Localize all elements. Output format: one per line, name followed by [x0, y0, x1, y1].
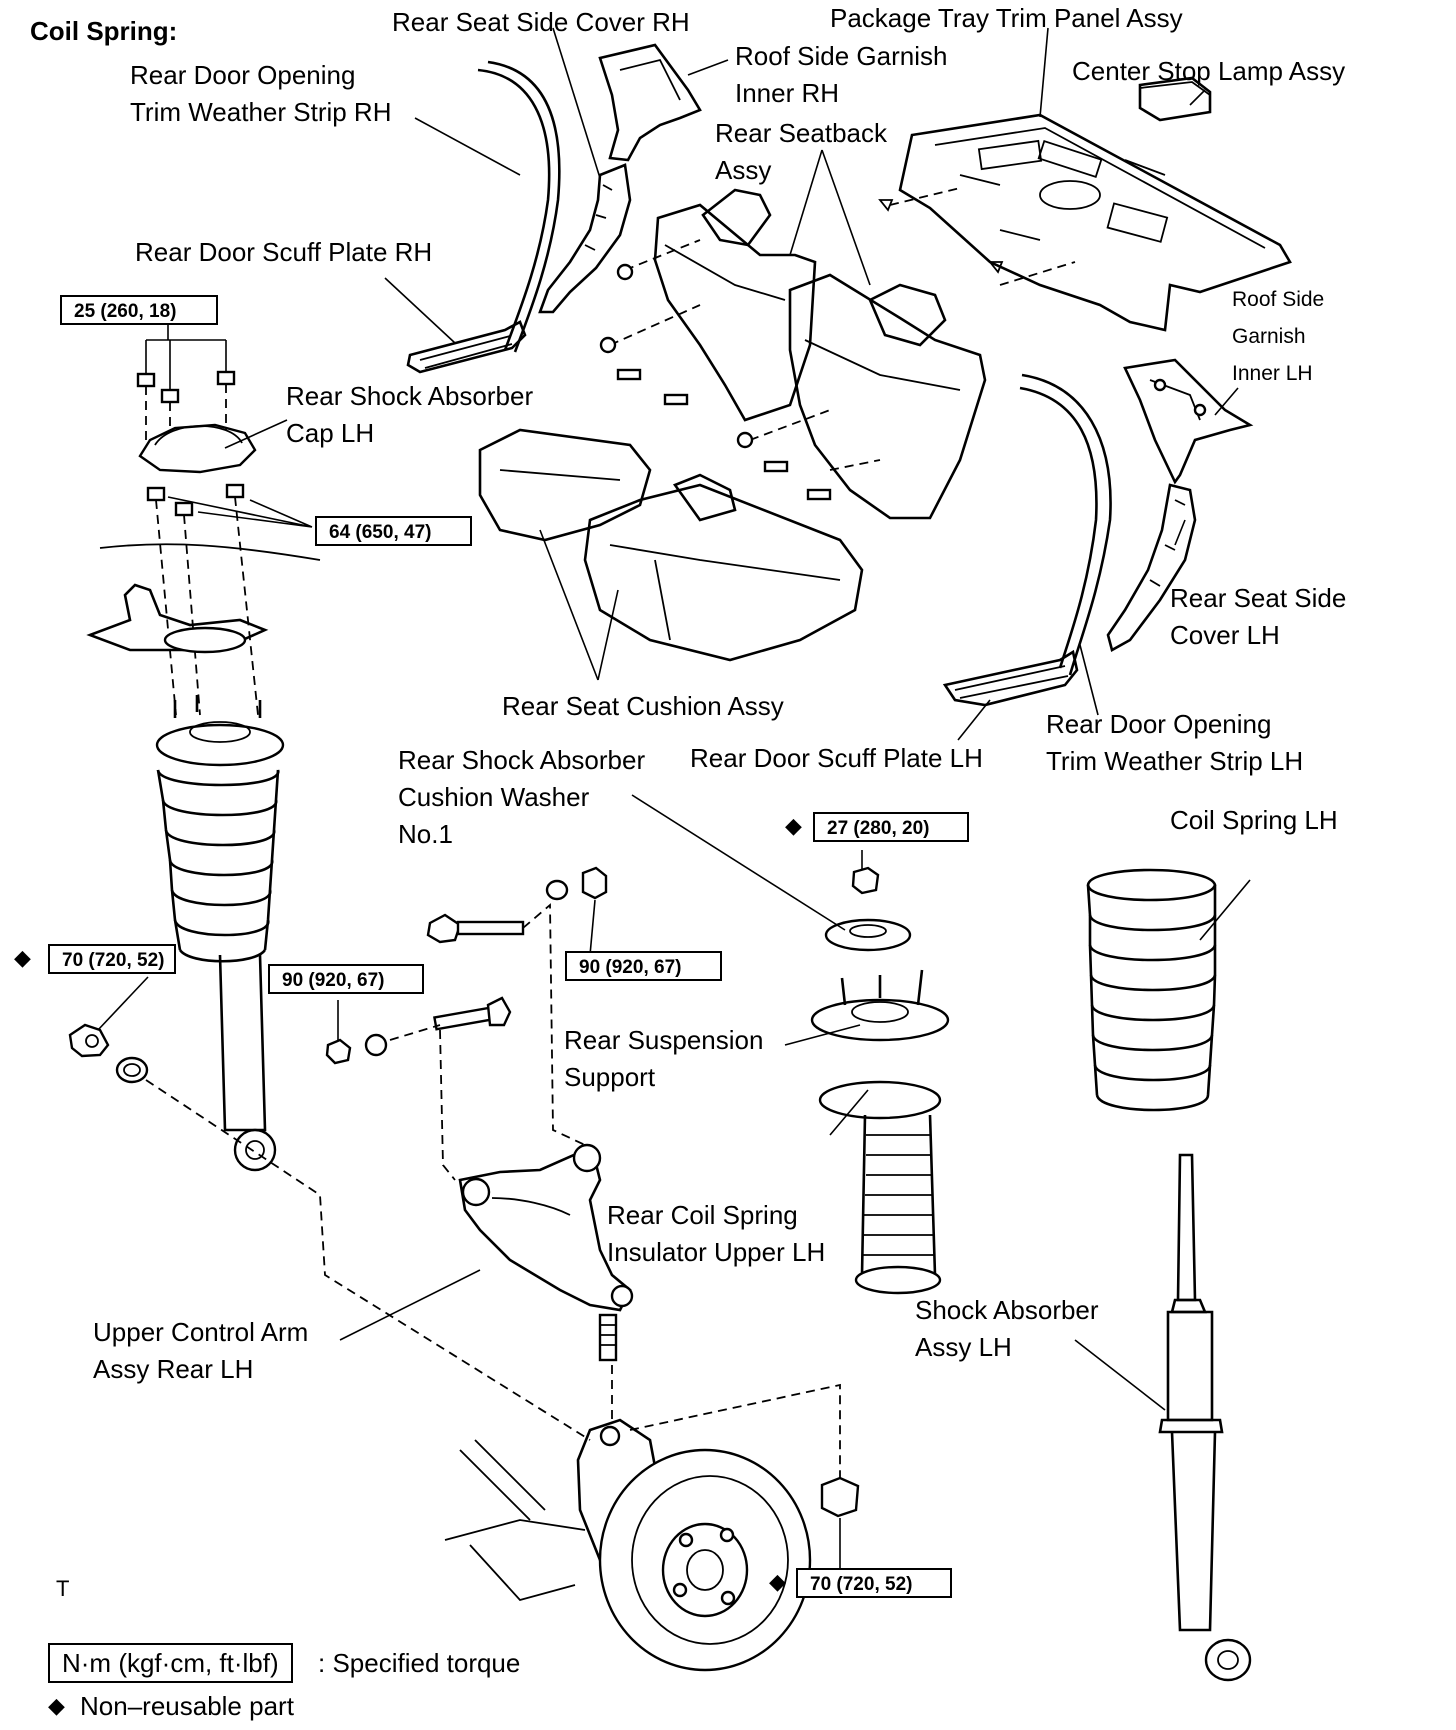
weather-strip-lh-drawing [1019, 373, 1112, 676]
label-coil-spring-lh: Coil Spring LH [1170, 805, 1338, 835]
label-weather-strip-lh-line1: Rear Door Opening [1046, 709, 1272, 739]
knuckle-hub-drawing [444, 1365, 860, 1672]
label-roof-garnish-rh-line2: Inner RH [735, 78, 840, 108]
leader-lines [97, 27, 1251, 1580]
torque-support-nut-top: 27 (280, 20) [813, 812, 969, 842]
label-weather-strip-lh-line2: Trim Weather Strip LH [1046, 746, 1304, 776]
scuff-plate-rh-drawing [406, 320, 527, 374]
label-coil-insulator-line2: Insulator Upper LH [607, 1237, 826, 1267]
label-seat-cushion: Rear Seat Cushion Assy [502, 691, 784, 721]
torque-cap-nuts: 25 (260, 18) [60, 295, 218, 325]
label-scuff-plate-lh: Rear Door Scuff Plate LH [690, 743, 983, 773]
torque-shock-lower: 70 (720, 52) [48, 944, 176, 974]
label-shock-absorber-lh-line1: Shock Absorber [915, 1295, 1099, 1325]
label-coil-insulator-line1: Rear Coil Spring [607, 1200, 798, 1230]
code-letter: T [56, 1576, 70, 1601]
weather-strip-rh-drawing [477, 60, 561, 353]
label-suspension-support-line1: Rear Suspension [564, 1025, 764, 1055]
label-shock-absorber-lh-line2: Assy LH [915, 1332, 1012, 1362]
label-roof-garnish-lh-line1: Roof Side [1232, 288, 1325, 311]
roof-garnish-rh-drawing [598, 43, 702, 162]
label-weather-strip-rh-line2: Trim Weather Strip RH [130, 97, 392, 127]
legend-torque-units: N·m (kgf·cm, ft·lbf) [48, 1643, 293, 1683]
nonreusable-marker-shock-lower: ◆ [14, 946, 31, 971]
label-roof-garnish-rh-line1: Roof Side Garnish [735, 41, 948, 71]
label-roof-garnish-lh-line2: Garnish [1232, 325, 1306, 348]
seat-side-cover-rh-drawing [538, 163, 632, 314]
label-seat-side-cover-lh-line2: Cover LH [1170, 620, 1280, 650]
seatback-bolts-drawing [599, 263, 832, 501]
label-roof-garnish-lh-line3: Inner LH [1232, 362, 1313, 385]
label-upper-arm-line1: Upper Control Arm [93, 1317, 309, 1347]
torque-arm-nut: 90 (920, 67) [268, 964, 424, 994]
torque-support-nuts: 64 (650, 47) [315, 516, 472, 546]
seatback-drawing [609, 188, 987, 520]
diagram-title: Coil Spring: [30, 16, 178, 46]
label-package-tray: Package Tray Trim Panel Assy [830, 3, 1183, 33]
label-seatback-line1: Rear Seatback [715, 118, 887, 148]
package-tray-drawing [878, 113, 1292, 332]
legend-nonreusable-desc: Non–reusable part [80, 1691, 294, 1721]
label-shock-cap-line1: Rear Shock Absorber [286, 381, 534, 411]
legend-nonreusable-symbol: ◆ [48, 1694, 65, 1719]
roof-garnish-lh-drawing [1123, 358, 1254, 485]
nonreusable-marker-knuckle-nut: ◆ [769, 1570, 786, 1595]
label-cushion-washer-line1: Rear Shock Absorber [398, 745, 646, 775]
seat-side-cover-lh-drawing [1106, 483, 1197, 652]
legend-torque-desc: : Specified torque [318, 1648, 521, 1678]
right-components-drawing [810, 866, 1252, 1682]
label-shock-cap-line2: Cap LH [286, 418, 375, 448]
label-weather-strip-rh-line1: Rear Door Opening [130, 60, 356, 90]
left-strut-drawing [86, 370, 321, 1172]
nonreusable-marker-support-nut: ◆ [785, 814, 802, 839]
torque-knuckle-nut: 70 (720, 52) [796, 1568, 952, 1598]
label-suspension-support-line2: Support [564, 1062, 656, 1092]
label-center-stop-lamp: Center Stop Lamp Assy [1072, 56, 1346, 86]
seat-cushion-drawing [478, 428, 864, 662]
label-cushion-washer-line3: No.1 [398, 819, 453, 849]
label-seatback-line2: Assy [715, 155, 772, 185]
torque-arm-bolt: 90 (920, 67) [565, 951, 722, 981]
label-rear-seat-side-cover-rh: Rear Seat Side Cover RH [392, 7, 690, 37]
label-scuff-plate-rh: Rear Door Scuff Plate RH [135, 237, 433, 267]
lower-bushings-drawing [68, 1023, 591, 1441]
label-cushion-washer-line2: Cushion Washer [398, 782, 590, 812]
scuff-plate-lh-drawing [942, 649, 1079, 707]
upper-arm-drawing [325, 866, 634, 1362]
label-upper-arm-line2: Assy Rear LH [93, 1354, 254, 1384]
label-seat-side-cover-lh-line1: Rear Seat Side [1170, 583, 1347, 613]
